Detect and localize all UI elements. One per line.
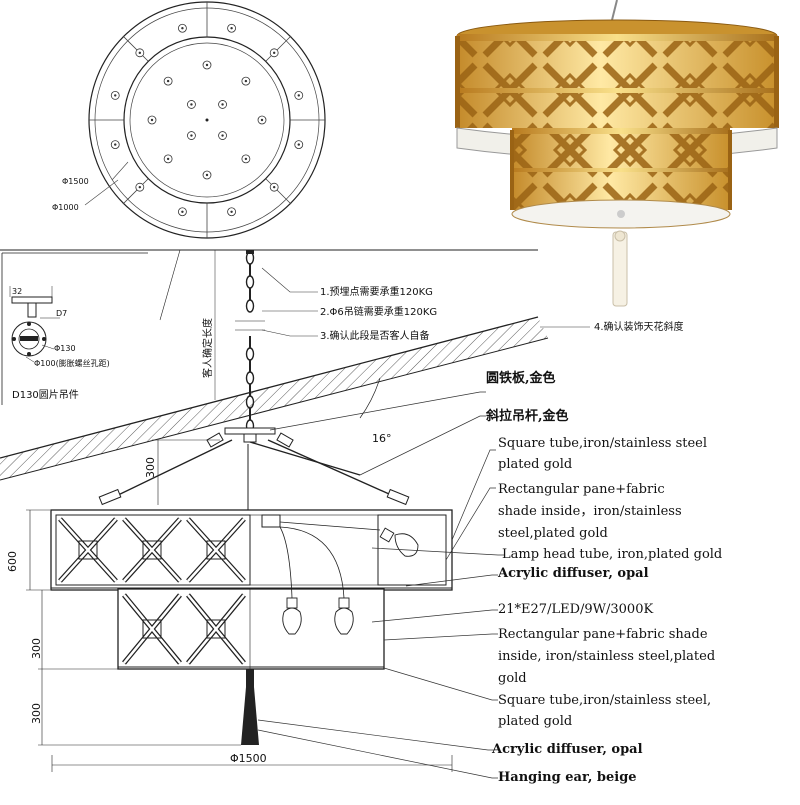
fret-cell [186, 517, 246, 583]
note-4: 4.确认装饰天花斜度 [594, 320, 684, 333]
fret-cell [186, 593, 246, 665]
callout-text: Rectangular pane+fabric shade [498, 627, 708, 642]
chain-link [249, 264, 251, 276]
chain-link [249, 336, 251, 348]
callout-leader [405, 574, 498, 587]
callout-text: 21*E27/LED/9W/3000K [498, 602, 653, 617]
ceiling: 16° [0, 249, 549, 481]
note-vertical: 客人确定长度 [201, 318, 214, 378]
callout-text: Acrylic diffuser, opal [497, 566, 649, 581]
chain-link [245, 299, 255, 313]
callout-text: Square tube,iron/stainless steel [498, 436, 707, 451]
chain-link [249, 384, 251, 396]
bracket-detail: 32 D7 Φ130 Φ100(膨胀螺丝孔距) D130圆片吊件 [1, 252, 148, 405]
callout-leader [445, 487, 496, 561]
note-2: 2.Φ6吊链需要承重120KG [320, 305, 437, 318]
fret-cell [58, 517, 118, 583]
ceiling-angle: 16° [372, 432, 392, 445]
callout-text: 斜拉吊杆,金色 [485, 408, 569, 424]
bracket-dim-32: 32 [12, 287, 22, 296]
dim-1500: Φ1500 [230, 752, 267, 765]
dim-300-mid: 300 [30, 638, 43, 659]
fret-panel-upper [58, 517, 246, 583]
callout-text: Rectangular pane+fabric [498, 482, 665, 497]
callout-text: plated gold [498, 714, 572, 729]
plan-view: Φ1500 Φ1000 [52, 1, 326, 239]
callout-text: Acrylic diffuser, opal [491, 742, 643, 757]
dimensions [26, 439, 453, 772]
callout-leader [451, 449, 496, 541]
bracket-dim-d7: D7 [56, 309, 67, 318]
lamp-render [455, 0, 779, 307]
dim-300-bot: 300 [30, 703, 43, 724]
lamp-elevation [50, 509, 453, 745]
suspension: 客人确定长度 [98, 250, 410, 515]
callout-text: inside, iron/stainless steel,plated [498, 649, 715, 664]
fret-cell [122, 593, 182, 665]
callout-text: Hanging ear, beige [498, 770, 637, 785]
fret-cell [122, 517, 182, 583]
callout-text: steel,plated gold [498, 526, 608, 541]
note-1: 1.预埋点需要承重120KG [320, 285, 433, 298]
bracket-caption: D130圆片吊件 [12, 388, 79, 401]
callout-text: gold [498, 671, 527, 686]
callout-leader [371, 609, 498, 623]
chain-link [245, 347, 255, 361]
callout-leader [269, 391, 486, 431]
fret-panel-lower [122, 593, 246, 665]
callout-leader [257, 729, 498, 779]
dim-600: 600 [6, 551, 19, 572]
callout-leader [383, 667, 498, 701]
chain-link [249, 360, 251, 372]
callout-text: 圆铁板,金色 [486, 370, 556, 386]
chain-link [249, 408, 251, 420]
chain [245, 251, 255, 433]
callout-text: shade inside，iron/stainless [498, 504, 682, 519]
dim-300-top: 300 [144, 457, 157, 478]
callout-leader [359, 415, 486, 476]
bracket-dim-130: Φ130 [54, 344, 76, 353]
callout-text: Square tube,iron/stainless steel, [498, 693, 711, 708]
callout-leader [383, 633, 498, 641]
note-3: 3.确认此段是否客人自备 [320, 329, 430, 342]
plan-bulbs [110, 23, 304, 217]
chain-link [245, 371, 255, 385]
bracket-dim-100: Φ100(膨胀螺丝孔距) [34, 358, 110, 368]
callout-leader [371, 547, 504, 556]
chain-link [245, 275, 255, 289]
callout-text: plated gold [498, 457, 572, 472]
notes [261, 267, 590, 337]
plan-dia-outer: Φ1500 [62, 177, 89, 186]
plan-dia-inner: Φ1000 [52, 203, 79, 212]
callout-leader [257, 719, 494, 751]
chain-link [249, 288, 251, 300]
callout-text: Lamp head tube, iron,plated gold [502, 547, 722, 562]
